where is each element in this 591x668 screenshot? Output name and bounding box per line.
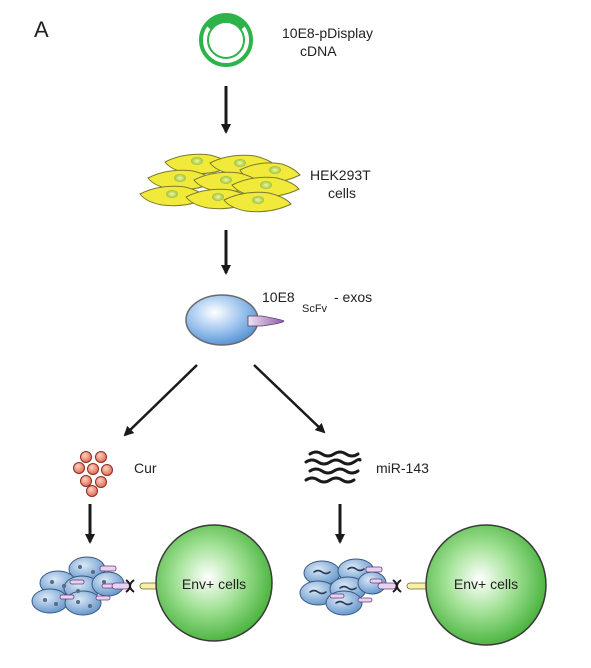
panel-label: A: [34, 17, 49, 42]
arrow-exos-to-mir: [253, 364, 326, 434]
target-cell-left: [155, 524, 273, 642]
scfv-icon: [247, 315, 285, 327]
curcumin-icon: [73, 451, 113, 497]
exo-label-prefix: 10E8: [262, 289, 295, 305]
hek-label-line1: HEK293T: [310, 167, 371, 183]
target-cell-right: [425, 524, 547, 646]
hek-label-line2: cells: [328, 185, 356, 201]
plasmid-icon: [199, 13, 253, 67]
mir-label: miR-143: [376, 460, 429, 476]
exo-label-subscript: ScFv: [302, 303, 328, 315]
cur-label: Cur: [134, 460, 157, 476]
target-label-right: Env+ cells: [454, 576, 518, 592]
exo-label: 10E8 ScFv - exos: [262, 289, 372, 315]
loaded-exosomes-right-icon: [299, 558, 387, 616]
target-label-left: Env+ cells: [182, 576, 246, 592]
arrow-exos-to-cur: [123, 364, 198, 437]
plasmid-label-line2: cDNA: [300, 43, 337, 59]
loaded-exosomes-left-icon: [31, 556, 125, 616]
mirna-icon: [304, 450, 362, 484]
exosome-icon: [185, 294, 259, 346]
hek-label: HEK293T cells: [310, 167, 374, 201]
plasmid-label: 10E8-pDisplay cDNA: [282, 25, 377, 59]
plasmid-label-line1: 10E8-pDisplay: [282, 25, 373, 41]
right-binding-icon: [377, 579, 430, 593]
exo-label-suffix: - exos: [334, 289, 372, 305]
hek293t-cells-icon: [139, 153, 301, 213]
